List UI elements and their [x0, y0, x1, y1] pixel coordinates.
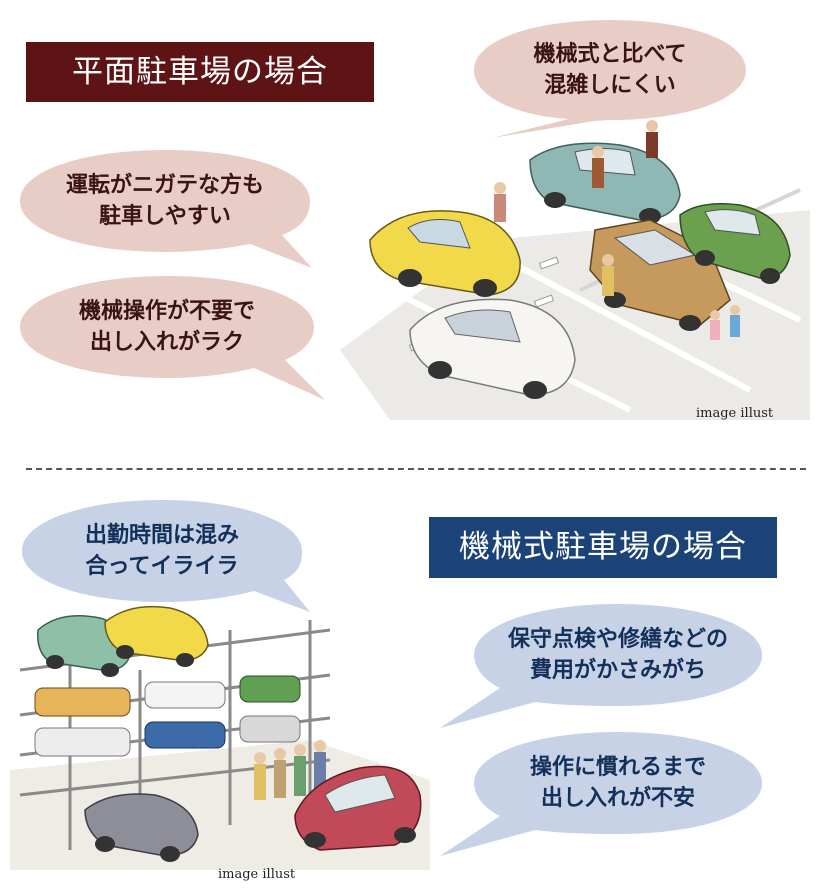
speech-bubble: 出勤時間は混み 合ってイライラ [22, 500, 302, 602]
bubble-line: 駐車しやすい [99, 204, 231, 229]
bubble-line: 運転がニガテな方も [65, 172, 264, 198]
yellow-car-icon [104, 605, 209, 667]
flat-parking-illustration [340, 120, 810, 420]
bubble-line: 保守点検や修繕などの [507, 626, 728, 652]
speech-bubble-shape [20, 150, 312, 268]
green-car-icon [679, 203, 791, 284]
bubble-line: 操作に慣れるまで [529, 754, 706, 780]
speech-bubble-shape [20, 276, 325, 400]
mechanical-parking-illustration [10, 605, 430, 870]
bubble-line: 出し入れがラク [89, 330, 244, 355]
bubble-line: 出勤時間は混み [84, 522, 239, 548]
image-caption: image illust [696, 406, 774, 421]
people-icon [254, 740, 326, 800]
yellow-car-icon [369, 210, 521, 297]
teal-car-icon [529, 142, 681, 224]
bubble-line: 混雑しにくい [544, 73, 676, 98]
speech-bubble: 操作に慣れるまで 出し入れが不安 [474, 732, 762, 834]
speech-bubble: 保守点検や修繕などの 費用がかさみがち [474, 604, 762, 706]
section-divider [26, 468, 806, 470]
speech-bubble: 機械式と比べて 混雑しにくい [474, 20, 746, 120]
speech-bubble-shape [474, 20, 746, 138]
speech-bubble-shape [440, 732, 762, 856]
speech-bubble-shape [22, 500, 310, 612]
gray-car-icon [84, 793, 199, 862]
flat-parking-title: 平面駐車場の場合 [26, 42, 374, 102]
white-car-icon [409, 298, 576, 399]
bubble-line: 合ってイライラ [85, 554, 239, 579]
bubble-line: 費用がかさみがち [529, 658, 706, 683]
bubble-line: 機械操作が不要で [78, 298, 255, 324]
speech-bubble: 運転がニガテな方も 駐車しやすい [20, 150, 310, 252]
flat-parking-section: 平面駐車場の場合 機械式と比べて 混雑しにくい 運転がニガテな方も 駐車しやすい… [20, 20, 810, 421]
red-car-icon [294, 765, 422, 851]
bubble-line: 出し入れが不安 [540, 786, 695, 811]
people-icon [494, 120, 740, 340]
speech-bubble-shape [440, 604, 762, 728]
mechanical-parking-title: 機械式駐車場の場合 [429, 517, 777, 578]
bubble-line: 機械式と比べて [533, 41, 687, 67]
speech-bubble: 機械操作が不要で 出し入れがラク [20, 276, 314, 378]
image-caption: image illust [218, 867, 296, 882]
